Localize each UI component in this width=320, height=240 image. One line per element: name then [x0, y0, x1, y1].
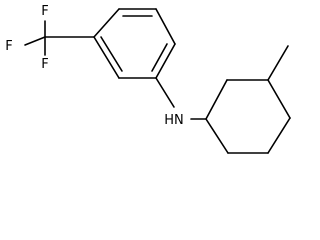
chemical-structure: F F F HN	[5, 4, 291, 154]
bond-c-f-left	[24, 36, 46, 46]
bond-cyclo-6	[205, 118, 229, 154]
bond-cyclo-4	[267, 117, 291, 154]
bond-ring-4	[155, 43, 176, 79]
bond-ring-1	[93, 8, 120, 38]
bond-ring-double-3	[100, 36, 123, 72]
bond-ring-6	[93, 36, 120, 79]
bond-ring-nh	[155, 77, 175, 108]
atom-amine-nh: HN	[164, 113, 184, 128]
atom-f-bottom: F	[41, 57, 48, 72]
bond-cyclo-1	[205, 79, 228, 120]
bond-cyclo-3	[267, 79, 291, 119]
bond-ring-double-2	[151, 43, 168, 72]
atom-f-left: F	[5, 39, 12, 54]
bond-ring-3	[155, 8, 176, 45]
atom-f-top: F	[41, 4, 48, 19]
bond-methyl	[267, 45, 289, 81]
